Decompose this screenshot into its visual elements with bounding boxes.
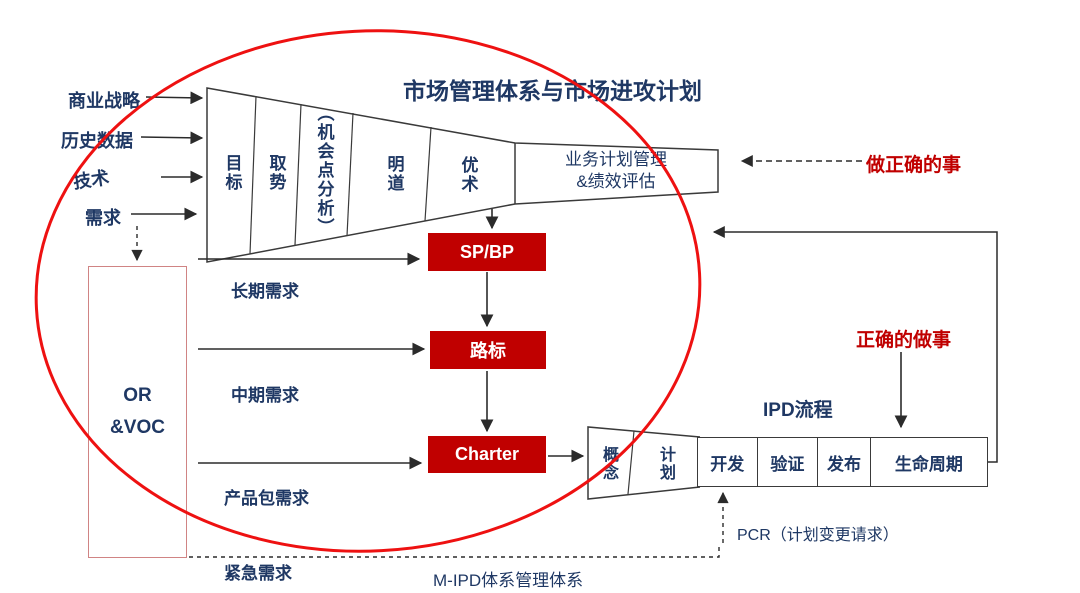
- ipd-process-title: IPD流程: [763, 400, 833, 421]
- charter-box: Charter: [428, 436, 546, 473]
- ipd-funnel-divider: [627, 430, 635, 495]
- label-midterm-demand: 中期需求: [231, 386, 299, 405]
- funnel-column-path: 明道: [384, 155, 404, 193]
- or-voc-box: OR &VOC: [88, 266, 187, 558]
- funnel-column-goal: 目标: [222, 154, 242, 192]
- funnel-divider-2: [294, 103, 302, 246]
- ipd-stage-release: 发布: [818, 438, 871, 486]
- dashed-urgent-demand-line: [189, 546, 720, 558]
- arrow-input-strategy: [145, 91, 204, 105]
- arrow-input-history: [140, 131, 204, 145]
- input-label-demand: 需求: [85, 208, 121, 228]
- ipd-stage-develop: 开发: [698, 438, 758, 486]
- label-urgent-demand: 紧急需求: [224, 564, 292, 583]
- funnel-divider-1: [249, 95, 257, 255]
- funnel-divider-3: [346, 112, 354, 237]
- annotation-do-things-right: 正确的做事: [856, 330, 952, 351]
- funnel-divider-4: [424, 126, 432, 222]
- or-voc-line1: OR: [123, 385, 152, 406]
- funnel-column-tactics: 优术: [458, 156, 478, 194]
- business-plan-line1: 业务计划管理: [565, 150, 667, 169]
- or-voc-line2: &VOC: [110, 417, 165, 438]
- m-ipd-label: M-IPD体系管理体系: [433, 571, 584, 590]
- input-label-history: 历史数据: [61, 131, 133, 151]
- business-plan-box: 业务计划管理 &绩效评估: [517, 148, 715, 194]
- spbp-box: SP/BP: [428, 233, 546, 271]
- ipd-stage-lifecycle: 生命周期: [894, 454, 963, 474]
- ipd-stage-row: 开发 验证 发布 生命周期: [697, 437, 988, 487]
- page-title: 市场管理体系与市场进攻计划: [403, 78, 702, 104]
- label-package-demand: 产品包需求: [224, 489, 309, 508]
- annotation-do-right-things: 做正确的事: [866, 155, 962, 176]
- ipd-phase-concept: 概念: [600, 446, 617, 482]
- ipd-phase-plan: 计划: [657, 446, 674, 482]
- business-plan-line2: &绩效评估: [576, 172, 656, 191]
- roadmap-box: 路标: [430, 331, 546, 369]
- label-longterm-demand: 长期需求: [231, 282, 299, 301]
- pcr-label: PCR（计划变更请求）: [737, 527, 899, 544]
- funnel-column-momentum: 取势: [266, 154, 286, 192]
- input-label-strategy: 商业战略: [68, 91, 140, 111]
- ipd-stage-verify: 验证: [758, 438, 819, 486]
- funnel-column-opportunity: （机会点分析）: [314, 103, 334, 237]
- input-label-technology: 技术: [71, 167, 111, 193]
